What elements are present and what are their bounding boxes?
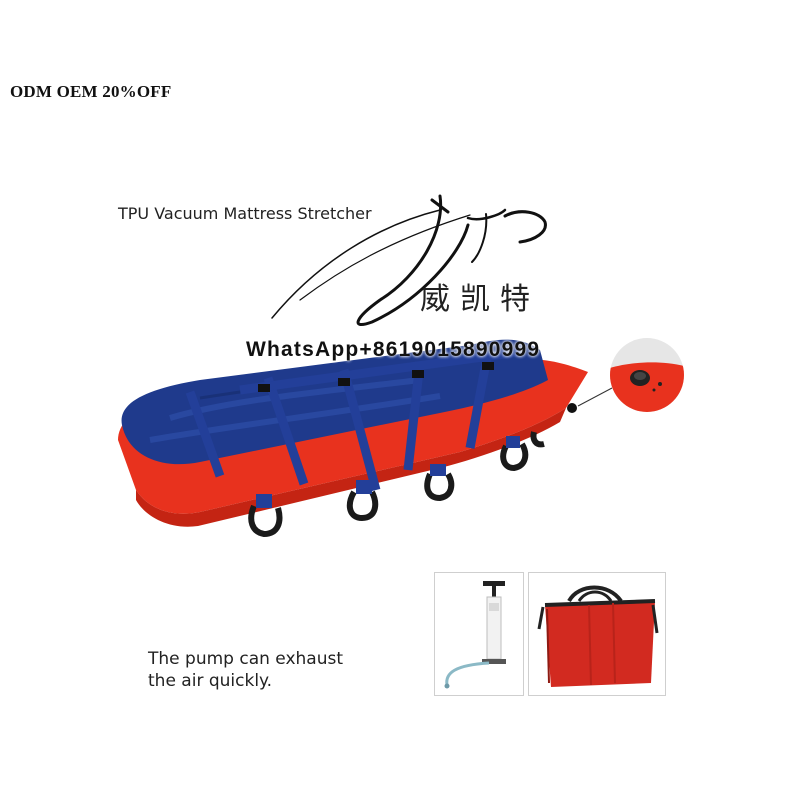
whatsapp-contact: WhatsApp+8619015890999 bbox=[246, 338, 541, 361]
brand-chinese-name: 威凯特 bbox=[420, 282, 540, 317]
carry-bag-icon bbox=[537, 585, 659, 687]
pump-caption-line-1: The pump can exhaust bbox=[148, 649, 343, 669]
valve-detail-icon bbox=[610, 338, 684, 412]
pump-caption-line-2: the air quickly. bbox=[148, 671, 273, 691]
promo-label: ODM OEM 20%OFF bbox=[10, 82, 172, 101]
pump-caption: The pump can exhaust the air quickly. bbox=[148, 648, 343, 692]
carry-bag-image-frame bbox=[528, 572, 666, 696]
pump-image-frame bbox=[434, 572, 524, 696]
hand-pump-icon bbox=[444, 581, 506, 689]
